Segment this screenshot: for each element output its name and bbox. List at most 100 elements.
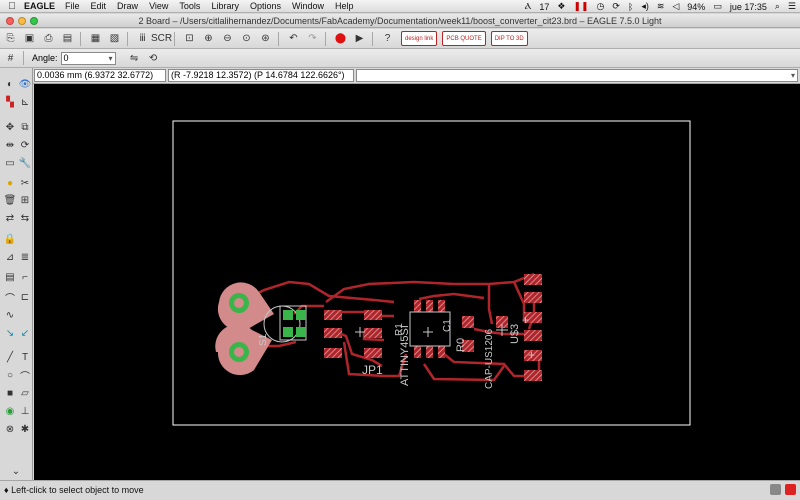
split-icon[interactable]: ⌒ — [5, 293, 15, 305]
silkscreen-labels: S1 JP1 R1 ATTINY45SI C1 R0 CAP-US1206 U$… — [258, 313, 535, 389]
more-tools-icon[interactable]: ⌄ — [11, 465, 21, 477]
add-icon[interactable]: ⊞ — [20, 194, 30, 206]
move-icon[interactable]: ✥ — [5, 121, 15, 133]
adobe-icon[interactable]: Ⲁ — [524, 1, 532, 11]
menu-tools[interactable]: Tools — [179, 1, 201, 11]
circle-icon[interactable]: ○ — [6, 369, 14, 381]
ratsnest-icon[interactable]: ✱ — [20, 423, 30, 435]
tool-palette: ◐ 👁 ▚ ⊾ ✥ ⧉ ⇹ ⟳ ▭ 🔧 ● ✂ 🗑 ⊞ ⇄ ⇆ 🔒 ⊿ ≣ ▤ … — [0, 68, 33, 480]
zoom-redraw-icon[interactable]: ⊙ — [242, 33, 251, 44]
via-icon[interactable]: ◉ — [5, 405, 15, 417]
pcb-quote-button[interactable]: PCB QUOTE — [442, 31, 486, 46]
clock-history-icon[interactable]: ◷ — [596, 1, 605, 11]
menu-help[interactable]: Help — [335, 1, 354, 11]
swap-icon[interactable]: ⇆ — [20, 212, 30, 224]
delete-icon[interactable]: 🗑 — [3, 194, 17, 206]
print-icon[interactable]: ⎙ — [44, 33, 53, 44]
zoom-in-icon[interactable]: ⊕ — [204, 33, 213, 44]
replace-icon[interactable]: ⇄ — [5, 212, 15, 224]
rectangle-icon[interactable]: ■ — [6, 387, 14, 399]
mirror-tool-icon[interactable]: ⇹ — [5, 139, 15, 151]
cut-icon[interactable]: ✂ — [20, 177, 30, 189]
ripup-icon[interactable]: ↙ — [20, 327, 30, 339]
route-icon[interactable]: ↘ — [5, 327, 15, 339]
menu-options[interactable]: Options — [249, 1, 281, 11]
apple-icon[interactable]:  — [0, 1, 24, 12]
copy-icon[interactable]: ⧉ — [21, 121, 29, 133]
open-icon[interactable]: ⎘ — [6, 33, 15, 44]
smd-pad — [524, 330, 542, 341]
rotate-icon[interactable]: ⟲ — [148, 52, 158, 64]
dip-to-3d-button[interactable]: DIP TO 3D — [490, 31, 528, 46]
clock[interactable]: jue 17:35 — [729, 1, 767, 12]
toolbar-divider — [174, 31, 175, 46]
arc-icon[interactable]: ⌒ — [20, 371, 30, 383]
stop-icon[interactable]: ⬤ — [334, 33, 347, 44]
mark-icon[interactable]: ⊾ — [20, 96, 30, 108]
optimize-icon[interactable]: ⊏ — [20, 291, 30, 303]
angle-select[interactable]: 0 — [60, 51, 116, 65]
menu-app-name[interactable]: EAGLE — [24, 1, 56, 11]
rotate-tool-icon[interactable]: ⟳ — [20, 139, 30, 151]
zoom-button[interactable] — [30, 17, 38, 25]
hole-icon[interactable]: ⊗ — [5, 423, 15, 435]
group-icon[interactable]: ▭ — [5, 157, 15, 169]
sync-icon[interactable]: ⟳ — [612, 1, 620, 11]
minimize-button[interactable] — [18, 17, 26, 25]
pause-icon[interactable]: ❚❚ — [573, 1, 589, 11]
dropbox-icon[interactable]: ❖ — [557, 1, 566, 11]
command-input[interactable] — [356, 69, 798, 82]
help-icon[interactable]: ? — [384, 33, 391, 44]
menu-window[interactable]: Window — [291, 1, 324, 11]
lock-icon[interactable]: 🔒 — [3, 233, 17, 245]
toolbar-divider — [23, 51, 24, 65]
bluetooth-icon[interactable]: ᛒ — [627, 1, 634, 12]
save-icon[interactable]: ▣ — [24, 33, 35, 44]
polygon-icon[interactable]: ▱ — [21, 387, 29, 399]
search-icon[interactable]: ⌕ — [774, 1, 780, 11]
menu-library[interactable]: Library — [211, 1, 239, 11]
stop-command-icon[interactable] — [785, 484, 796, 495]
go-icon[interactable]: ▶ — [355, 33, 364, 44]
board-icon[interactable]: ▦ — [90, 33, 101, 44]
redo-icon[interactable]: ↷ — [308, 33, 317, 44]
signal-icon[interactable]: ⊥ — [20, 405, 30, 417]
close-button[interactable] — [6, 17, 14, 25]
menu-view[interactable]: View — [149, 1, 169, 11]
smd-pad — [438, 300, 445, 312]
schematic-icon[interactable]: ▧ — [109, 33, 120, 44]
zoom-select-icon[interactable]: ⊛ — [261, 33, 270, 44]
wifi-icon[interactable]: ≋ — [656, 1, 665, 11]
notification-count[interactable]: 17 — [539, 1, 550, 12]
grid-icon[interactable]: # — [7, 52, 14, 64]
volume-icon[interactable]: ◂) — [641, 1, 649, 11]
zoom-out-icon[interactable]: ⊖ — [223, 33, 232, 44]
meander-icon[interactable]: ∿ — [5, 309, 15, 321]
info-icon[interactable]: ◐ — [6, 78, 14, 90]
text-icon[interactable]: T — [21, 351, 29, 363]
design-link-button[interactable]: design link — [401, 31, 438, 46]
list-icon[interactable]: ☰ — [787, 1, 796, 11]
script-icon[interactable]: SCR — [150, 33, 173, 44]
display-icon[interactable]: ▚ — [6, 96, 14, 108]
board-canvas[interactable]: S1 JP1 R1 ATTINY45SI C1 R0 CAP-US1206 U$… — [34, 84, 800, 480]
paste-icon[interactable]: ● — [6, 177, 14, 189]
smash-icon[interactable]: ⊿ — [5, 251, 15, 263]
ulp-icon[interactable]: ⅲ — [139, 33, 146, 44]
mirror-icon[interactable]: ⇋ — [129, 52, 139, 64]
battery-percent[interactable]: 94% — [687, 1, 706, 12]
layer-icon[interactable] — [770, 484, 781, 495]
show-icon[interactable]: 👁 — [18, 78, 32, 90]
value-icon[interactable]: ≣ — [20, 251, 30, 263]
speaker-icon[interactable]: ◁ — [672, 1, 680, 11]
menu-draw[interactable]: Draw — [117, 1, 139, 11]
cam-processor-icon[interactable]: ▤ — [62, 33, 73, 44]
zoom-fit-icon[interactable]: ⊡ — [185, 33, 194, 44]
name-icon[interactable]: ▤ — [5, 271, 15, 283]
change-icon[interactable]: 🔧 — [18, 157, 32, 169]
miter-icon[interactable]: ⌐ — [22, 271, 28, 283]
menu-file[interactable]: File — [65, 1, 80, 11]
undo-icon[interactable]: ↶ — [289, 33, 298, 44]
wire-icon[interactable]: ╱ — [6, 351, 14, 363]
menu-edit[interactable]: Edit — [90, 1, 107, 11]
